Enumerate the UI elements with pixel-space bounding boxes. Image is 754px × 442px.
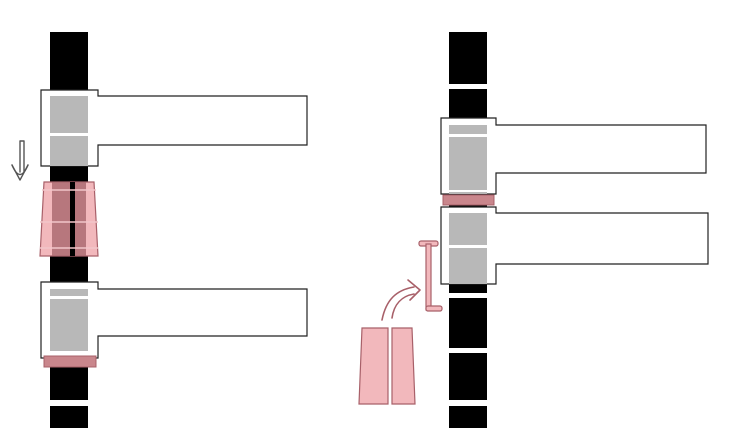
- sleeve-dark-core: [52, 182, 86, 256]
- right-panel: [358, 32, 709, 428]
- clamp-divider: [42, 296, 97, 299]
- curved-arrow-icon: [381, 279, 421, 321]
- left-lower-bracket: [40, 281, 308, 368]
- left-panel: [11, 32, 308, 428]
- track-gap: [449, 400, 487, 406]
- block-right-half: [391, 327, 416, 405]
- right-upper-bracket: [440, 117, 707, 195]
- right-pink-spacer: [442, 194, 495, 206]
- split-pink-block: [358, 327, 416, 405]
- track-gap: [449, 293, 487, 298]
- clamp-divider: [442, 134, 495, 137]
- clamp-gray-block: [50, 289, 88, 351]
- track-gap: [50, 400, 88, 406]
- clamp-gray-block: [449, 213, 487, 284]
- left-pink-sleeve: [39, 181, 99, 257]
- pink-base-strip: [43, 355, 97, 368]
- sleeve-slot: [70, 182, 75, 256]
- clamp-divider: [442, 245, 495, 248]
- left-upper-bracket: [40, 89, 308, 167]
- clamp-divider: [442, 190, 495, 192]
- clamp-gray-block: [50, 96, 88, 166]
- clip-icon: [418, 240, 443, 312]
- block-left-half: [358, 327, 389, 405]
- track-gap: [449, 348, 487, 353]
- clamp-divider: [42, 133, 97, 136]
- down-arrow-icon: [11, 140, 29, 181]
- right-lower-bracket: [440, 206, 709, 285]
- track-gap: [449, 84, 487, 89]
